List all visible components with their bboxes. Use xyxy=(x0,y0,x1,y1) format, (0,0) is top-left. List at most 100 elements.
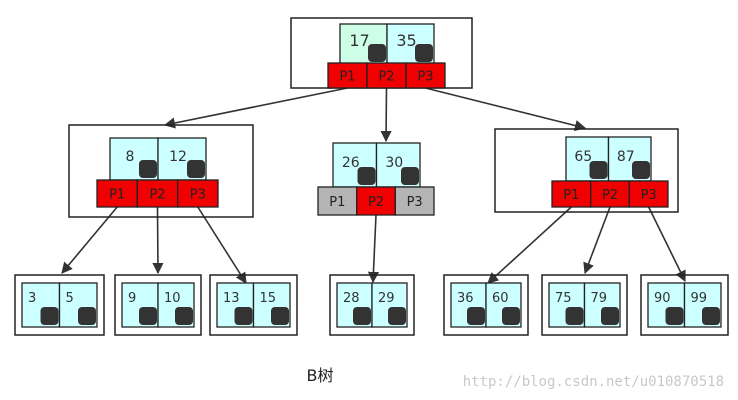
edge-l1-left-p3-to-leaf-3 xyxy=(197,206,247,284)
tree-node-leaf-5: 36 60 xyxy=(443,274,529,336)
key-label: 29 xyxy=(378,291,395,306)
key-label: 60 xyxy=(492,291,509,306)
edge-root-p3-to-l1-right xyxy=(425,87,587,131)
pointer-cell-p3 xyxy=(405,62,446,89)
pointer-knob-icon xyxy=(187,160,205,178)
pointer-label: P2 xyxy=(378,70,394,85)
pointer-knob-icon xyxy=(139,307,157,325)
edge-l1-right-p3-to-leaf-7 xyxy=(647,206,686,283)
leaf-frame xyxy=(640,274,729,336)
key-label: 13 xyxy=(223,291,240,306)
pointer-cell-p1 xyxy=(327,62,368,89)
key-label: 90 xyxy=(654,291,671,306)
leaf-frame xyxy=(209,274,298,336)
tree-node-leaf-7: 90 99 xyxy=(640,274,729,336)
edge-l1-right-p1-to-leaf-5 xyxy=(487,206,572,284)
key-label: 9 xyxy=(128,291,136,306)
pointer-knob-icon xyxy=(467,307,485,325)
watermark-text: http://blog.csdn.net/u010870518 xyxy=(463,374,724,390)
key-cell xyxy=(157,137,207,181)
key-label: 99 xyxy=(691,291,708,306)
edges-layer xyxy=(61,87,686,284)
pointer-knob-icon xyxy=(234,307,253,325)
key-label: 36 xyxy=(457,291,474,306)
key-label: 28 xyxy=(343,291,360,306)
pointer-knob-icon xyxy=(665,307,684,325)
pointer-label: P3 xyxy=(190,188,206,203)
edge-root-p2-to-l1-mid xyxy=(380,87,392,143)
pointer-knob-icon xyxy=(368,44,386,62)
key-label: 79 xyxy=(591,291,608,306)
pointer-knob-icon xyxy=(415,44,433,62)
pointer-knob-icon xyxy=(632,161,650,179)
pointer-label: P3 xyxy=(417,70,433,85)
edge-root-p1-to-l1-left xyxy=(163,87,348,129)
key-label: 75 xyxy=(555,291,572,306)
pointer-cell-p3 xyxy=(394,186,435,216)
pointer-knob-icon xyxy=(78,307,96,325)
key-label: 65 xyxy=(574,149,592,165)
key-label: 3 xyxy=(28,291,36,306)
pointer-knob-icon xyxy=(702,307,720,325)
pointer-label: P1 xyxy=(109,188,125,203)
tree-node-leaf-4: 28 29 xyxy=(329,274,415,336)
key-label: 15 xyxy=(260,291,277,306)
diagram-caption: B树 xyxy=(307,366,334,385)
pointer-knob-icon xyxy=(40,307,59,325)
tree-node-leaf-3: 13 15 xyxy=(209,274,298,336)
pointer-knob-icon xyxy=(401,167,419,185)
leaf-frame xyxy=(541,274,628,336)
pointer-knob-icon xyxy=(353,307,371,325)
pointer-knob-icon xyxy=(565,307,584,325)
leaf-frame xyxy=(329,274,415,336)
key-label: 35 xyxy=(396,31,416,50)
pointer-label: P2 xyxy=(149,188,165,203)
node-frame xyxy=(68,124,254,218)
key-label: 5 xyxy=(66,291,74,306)
pointer-label: P3 xyxy=(407,195,423,210)
pointer-label: P2 xyxy=(602,188,618,203)
pointer-label: P1 xyxy=(339,70,355,85)
pointer-cell-p2 xyxy=(366,62,407,89)
pointer-knob-icon xyxy=(357,167,376,185)
pointer-label: P2 xyxy=(368,195,384,210)
tree-node-leaf-6: 75 79 xyxy=(541,274,628,336)
tree-node-leaf-2: 9 10 xyxy=(114,274,202,336)
pointer-cell-p2 xyxy=(136,179,179,208)
pointer-knob-icon xyxy=(388,307,406,325)
edge-l1-left-p2-to-leaf-2 xyxy=(152,206,164,275)
key-label: 10 xyxy=(164,291,181,306)
key-label: 26 xyxy=(342,155,360,171)
pointer-cell-p1 xyxy=(96,179,138,208)
key-label: 17 xyxy=(349,31,369,50)
leaf-frame xyxy=(14,274,105,336)
leaf-frame xyxy=(114,274,202,336)
key-label: 30 xyxy=(385,155,403,171)
pointer-cell-p1 xyxy=(551,180,592,208)
pointer-knob-icon xyxy=(589,161,608,179)
pointer-knob-icon xyxy=(271,307,289,325)
pointer-knob-icon xyxy=(601,307,619,325)
edge-l1-left-p1-to-leaf-1 xyxy=(61,206,118,274)
pointer-label: P1 xyxy=(563,188,579,203)
pointer-cell-p3 xyxy=(628,180,669,208)
pointer-knob-icon xyxy=(139,160,157,178)
pointer-label: P1 xyxy=(329,195,345,210)
node-frame xyxy=(494,128,679,213)
key-label: 12 xyxy=(169,149,187,165)
pointer-knob-icon xyxy=(502,307,520,325)
leaf-frame xyxy=(443,274,529,336)
key-label: 8 xyxy=(126,149,135,165)
edge-l1-right-p2-to-leaf-6 xyxy=(583,206,611,275)
pointer-label: P3 xyxy=(641,188,657,203)
edge-l1-mid-p2-to-leaf-4 xyxy=(367,214,380,284)
pointer-knob-icon xyxy=(175,307,193,325)
key-label: 87 xyxy=(617,149,635,165)
